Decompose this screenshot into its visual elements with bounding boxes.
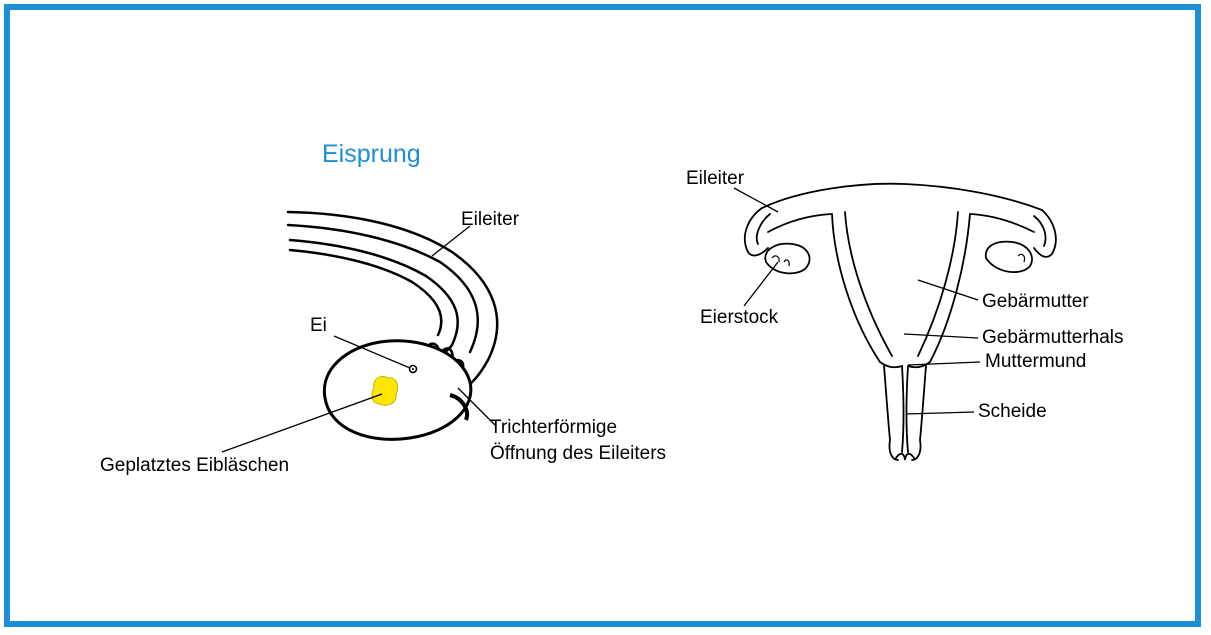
label-trichterfoermige: Trichterförmige (490, 417, 617, 439)
label-gebaermutter: Gebärmutter (982, 291, 1089, 313)
label-muttermund: Muttermund (985, 351, 1086, 373)
label-eileiter-right: Eileiter (686, 168, 744, 190)
ovary-right-right-side (986, 242, 1032, 272)
label-eierstock: Eierstock (700, 307, 778, 329)
label-oeffnung-des-eileiters: Öffnung des Eileiters (490, 443, 666, 465)
right-leader-lines (734, 188, 980, 414)
label-gebaermutterhals: Gebärmutterhals (982, 327, 1124, 349)
label-geplatztes-eiblaeschen: Geplatztes Eibläschen (100, 455, 289, 477)
label-eileiter-left: Eileiter (461, 209, 519, 231)
ruptured-follicle (372, 376, 398, 405)
label-ei: Ei (310, 315, 327, 337)
label-scheide: Scheide (978, 401, 1047, 423)
diagram-title: Eisprung (322, 140, 421, 169)
